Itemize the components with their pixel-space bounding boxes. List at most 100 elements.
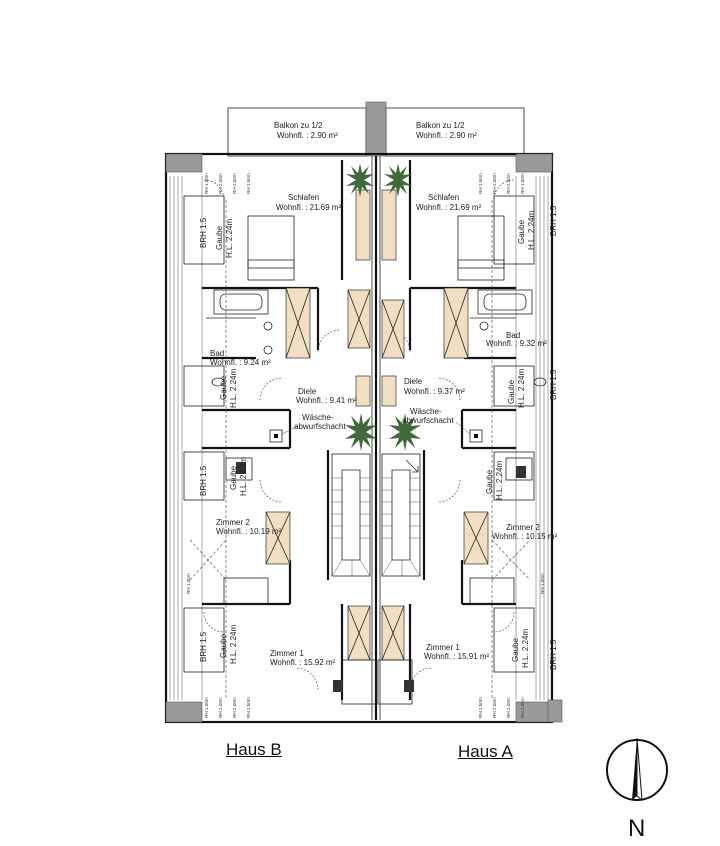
dormer-label: Gaube [511, 637, 520, 662]
laundry-chute [269, 429, 283, 443]
north-label: N [628, 815, 645, 842]
desk [341, 659, 377, 705]
dormer [183, 365, 225, 407]
brh-label: BRH 1.5 [199, 465, 208, 496]
slope-line [491, 539, 531, 581]
dormer-height: H.L. 2.24m [239, 457, 248, 496]
dormer [183, 451, 225, 501]
svg-text:RH 1.50m: RH 1.50m [478, 697, 483, 718]
room-area: Wohnfl. : 15.91 m² [424, 652, 490, 661]
house-label-right: Haus A [458, 742, 513, 761]
balcony-area: Wohnfl. : 2.90 m² [416, 131, 477, 140]
dormer-label: Gaube [219, 633, 228, 658]
svg-text:RH 1.00m: RH 1.00m [204, 173, 209, 194]
chair [333, 680, 343, 692]
room-name: Schlafen [288, 193, 319, 202]
balcony-title: Balkon zu 1/2 [274, 121, 323, 130]
brh-label: BRH 1.5 [199, 217, 208, 248]
dormer [183, 195, 225, 265]
room-name: Bad [210, 349, 224, 358]
staircase-haus-b [331, 453, 371, 577]
svg-text:RH 1.00m: RH 1.00m [540, 573, 545, 594]
svg-text:RH 2.00m: RH 2.00m [506, 697, 511, 718]
bed [247, 215, 295, 269]
brh-label: BRH 1.5 [549, 205, 558, 236]
corner-block [165, 153, 203, 173]
chute-label: abwurfschacht [402, 416, 454, 425]
wardrobes [265, 189, 489, 661]
dormer-label: Gaube [229, 465, 238, 490]
room-area: Wohnfl. : 10.15 m² [492, 532, 558, 541]
svg-text:RH 1.50m: RH 1.50m [478, 173, 483, 194]
desk [505, 457, 533, 481]
sink [263, 345, 273, 355]
bathtub [213, 289, 269, 315]
svg-text:RH 1.50m: RH 1.50m [246, 173, 251, 194]
sink [479, 321, 489, 331]
room-area: Wohnfl. : 10.19 m² [216, 527, 282, 536]
dormer-label: Gaube [517, 219, 526, 244]
plant [389, 413, 421, 451]
room-name: Zimmer 1 [426, 643, 460, 652]
door-swings [203, 179, 515, 691]
dormer-label: Gaube [485, 469, 494, 494]
svg-text:RH 1.00m: RH 1.00m [204, 697, 209, 718]
room-name: Zimmer 1 [270, 649, 304, 658]
dormer-height: H.L. 2.24m [495, 461, 504, 500]
svg-text:RH 1.00m: RH 1.00m [520, 173, 525, 194]
balcony-area: Wohnfl. : 2.90 m² [277, 131, 338, 140]
chute-label: abwurfschacht [294, 422, 346, 431]
room-area: Wohnfl. : 9.37 m² [404, 387, 465, 396]
room-name: Zimmer 2 [216, 518, 250, 527]
dormer-height: H.L. 2.24m [229, 369, 238, 408]
corner-block [547, 699, 563, 723]
plant [346, 163, 374, 197]
svg-text:RH 2.00m: RH 2.00m [232, 697, 237, 718]
dormer-height: H.L. 2.24m [517, 369, 526, 408]
bed [457, 215, 505, 269]
window-marks: RH 1.00m RH 2.00m RH 2.00m RH 1.50m RH 1… [186, 173, 545, 718]
dormer [493, 451, 535, 501]
house-label-left: Haus B [226, 740, 282, 759]
roof-eave-lines-left [169, 176, 203, 700]
room-name: Zimmer 2 [506, 523, 540, 532]
corner-block [515, 153, 553, 173]
svg-text:RH 2.00m: RH 2.00m [218, 173, 223, 194]
slope-line [189, 539, 227, 581]
brh-label: BRH 1.5 [199, 631, 208, 662]
dormer [183, 607, 225, 673]
svg-text:RH 2.00m: RH 2.00m [218, 697, 223, 718]
room-name: Diele [404, 377, 423, 386]
room-area: Wohnfl. : 9.32 m² [486, 339, 547, 348]
sink [263, 321, 273, 331]
svg-text:RH 1.00m: RH 1.00m [186, 573, 191, 594]
staircase-haus-a [381, 453, 421, 577]
plant [384, 163, 412, 197]
toilet [211, 377, 225, 387]
room-name: Schlafen [428, 193, 459, 202]
dormer-height: H.L. 2.24m [521, 629, 530, 668]
dormer [493, 195, 535, 265]
chair [516, 466, 526, 478]
dormer-label: Gaube [219, 375, 228, 400]
room-name: Bad [506, 331, 520, 340]
svg-text:RH 1.00m: RH 1.00m [520, 697, 525, 718]
svg-text:RH 1.50m: RH 1.50m [246, 697, 251, 718]
dormer-height: H.L. 2.24m [527, 211, 536, 250]
dormer-height: H.L. 2.24m [229, 625, 238, 664]
room-area: Wohnfl. : 21.69 m² [276, 203, 342, 212]
toilet [533, 377, 547, 387]
chute-label: Wäsche- [410, 407, 442, 416]
corner-block [165, 701, 203, 723]
room-area: Wohnfl. : 9.41 m² [296, 396, 357, 405]
bathtub [477, 289, 533, 315]
room-area: Wohnfl. : 21.69 m² [416, 203, 482, 212]
chair [404, 680, 414, 692]
chute-label: Wäsche- [302, 413, 334, 422]
dormer-label: Gaube [507, 379, 516, 404]
dormer [493, 607, 535, 673]
roof-eave-lines-right [515, 176, 549, 700]
svg-text:RH 2.00m: RH 2.00m [232, 173, 237, 194]
outer-wall [164, 152, 554, 724]
